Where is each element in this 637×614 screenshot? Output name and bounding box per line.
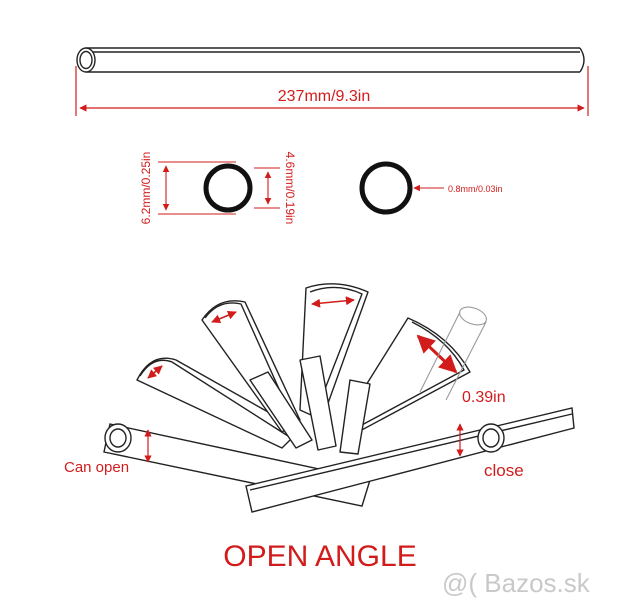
cross-section-wall [359,161,444,215]
inner-diameter-label: 4.6mm/0.19in [283,152,297,225]
open-width-label: 0.39in [462,389,506,406]
tube-close [245,407,575,513]
cross-section-diameter [158,161,280,215]
close-label: close [484,461,524,480]
length-label: 237mm/9.3in [278,88,371,105]
diagram-title: OPEN ANGLE [223,540,416,573]
watermark: @( Bazos.sk [442,568,591,598]
length-dimension [75,66,589,116]
outer-diameter-label: 6.2mm/0.25in [139,152,153,225]
straight-tube [76,47,585,73]
wall-thickness-label: 0.8mm/0.03in [448,184,503,194]
can-open-label: Can open [64,459,129,476]
bent-tubes-fan [136,283,487,455]
